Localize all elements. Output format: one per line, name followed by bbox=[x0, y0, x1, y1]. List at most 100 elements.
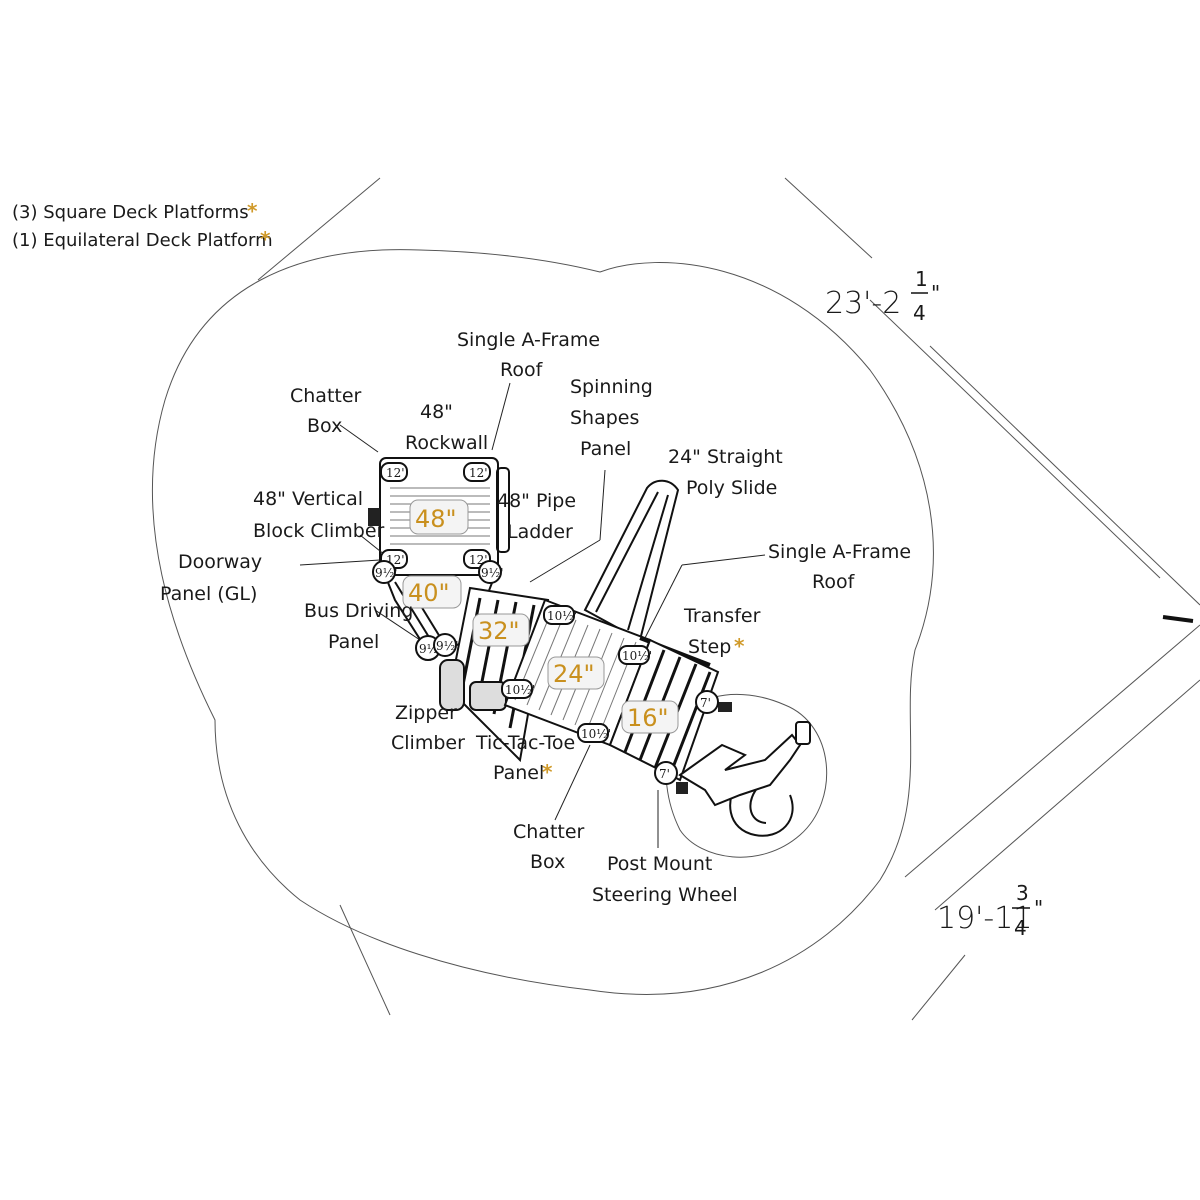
svg-text:7': 7' bbox=[700, 696, 711, 710]
dim-line-top bbox=[784, 177, 873, 259]
label-tic-tac-toe-panel: Tic-Tac-Toe Panel * bbox=[475, 732, 575, 784]
svg-text:Rockwall: Rockwall bbox=[405, 432, 488, 454]
dim-line-width-b bbox=[929, 345, 1200, 606]
note-square-decks: (3) Square Deck Platforms bbox=[12, 202, 249, 223]
svg-text:Single A-Frame: Single A-Frame bbox=[768, 541, 911, 563]
post-marker-12-a: 12' bbox=[380, 462, 408, 482]
leader-lines bbox=[299, 382, 766, 848]
post-marker-10h-d: 10½' bbox=[577, 723, 611, 743]
svg-text:10½': 10½' bbox=[622, 649, 652, 663]
component-labels: Chatter Box 48" Rockwall Single A-Frame … bbox=[160, 329, 911, 906]
label-doorway-panel: Doorway Panel (GL) bbox=[160, 551, 262, 605]
deck-height-labels: 48" 40" 32" 24" 16" bbox=[402, 499, 679, 734]
svg-text:12': 12' bbox=[469, 466, 488, 480]
svg-text:Box: Box bbox=[530, 851, 565, 873]
note-equilateral-asterisk: * bbox=[260, 227, 271, 251]
post-markers: 12' 12' 12' 12' 9½' 9½' 9½' 9½' 10½' 10½… bbox=[372, 462, 719, 785]
svg-text:Ladder: Ladder bbox=[507, 521, 573, 543]
post-marker-10h-a: 10½' bbox=[543, 605, 577, 625]
svg-text:Chatter: Chatter bbox=[513, 821, 585, 843]
depth-dim-den: 4 bbox=[1014, 916, 1027, 940]
post-marker-7-a: 7' bbox=[695, 690, 719, 714]
dim-line-bottom-right bbox=[911, 954, 966, 1021]
svg-text:Steering Wheel: Steering Wheel bbox=[592, 884, 738, 906]
post-marker-9h-b: 9½' bbox=[478, 560, 504, 584]
svg-text:Tic-Tac-Toe: Tic-Tac-Toe bbox=[475, 732, 575, 754]
svg-text:Poly Slide: Poly Slide bbox=[686, 477, 777, 499]
svg-text:*: * bbox=[734, 634, 745, 658]
svg-text:Bus Driving: Bus Driving bbox=[304, 600, 413, 622]
platform-notes: (3) Square Deck Platforms * (1) Equilate… bbox=[12, 199, 273, 251]
svg-text:Block Climber: Block Climber bbox=[253, 520, 385, 542]
width-dim-unit: " bbox=[931, 281, 940, 305]
label-straight-slide: 24" Straight Poly Slide bbox=[668, 446, 783, 499]
svg-text:Zipper: Zipper bbox=[395, 702, 457, 724]
deck-label-32: 32" bbox=[478, 617, 520, 645]
svg-text:Panel: Panel bbox=[580, 438, 631, 460]
svg-text:Roof: Roof bbox=[500, 359, 544, 381]
dim-line-depth-b bbox=[934, 679, 1200, 911]
post-marker-7-b: 7' bbox=[654, 761, 678, 785]
svg-text:Post Mount: Post Mount bbox=[607, 853, 712, 875]
deck-label-40: 40" bbox=[408, 579, 450, 607]
label-chatter-box-top: Chatter Box bbox=[290, 385, 362, 437]
straight-slide-shape bbox=[583, 479, 680, 642]
svg-text:48" Pipe: 48" Pipe bbox=[497, 490, 576, 512]
label-chatter-box-bottom: Chatter Box bbox=[513, 821, 585, 873]
svg-text:9½': 9½' bbox=[375, 566, 398, 580]
post-marker-12-b: 12' bbox=[463, 462, 491, 482]
deck-label-16: 16" bbox=[627, 704, 669, 732]
width-dim-main: 23'-2 bbox=[825, 286, 901, 321]
svg-text:24" Straight: 24" Straight bbox=[668, 446, 783, 468]
svg-text:Panel (GL): Panel (GL) bbox=[160, 583, 257, 605]
depth-dimension: 19'-11 3 4 " bbox=[937, 881, 1043, 940]
svg-text:Step: Step bbox=[688, 636, 731, 658]
svg-text:Climber: Climber bbox=[391, 732, 465, 754]
use-zone-outline bbox=[151, 249, 934, 995]
depth-dim-num: 3 bbox=[1016, 881, 1029, 905]
dim-line-left bbox=[257, 177, 381, 281]
svg-text:48": 48" bbox=[420, 401, 453, 423]
post-marker-10h-c: 10½' bbox=[501, 679, 535, 699]
svg-text:Spinning: Spinning bbox=[570, 376, 653, 398]
label-post-mount-steering-wheel: Post Mount Steering Wheel bbox=[592, 853, 738, 906]
deck-label-48: 48" bbox=[415, 505, 457, 533]
width-dim-den: 4 bbox=[913, 301, 926, 325]
dim-line-depth-a bbox=[904, 624, 1200, 878]
svg-text:9½': 9½' bbox=[436, 639, 459, 653]
depth-dim-main: 19'-11 bbox=[937, 901, 1032, 936]
label-rockwall: 48" Rockwall bbox=[405, 401, 488, 454]
svg-text:Transfer: Transfer bbox=[683, 605, 761, 627]
label-transfer-step: Transfer Step * bbox=[683, 605, 761, 658]
svg-text:48" Vertical: 48" Vertical bbox=[253, 488, 363, 510]
label-pipe-ladder: 48" Pipe Ladder bbox=[497, 490, 576, 543]
post-marker-9h-d: 9½' bbox=[433, 633, 459, 657]
post-marker-10h-b: 10½' bbox=[618, 645, 652, 665]
svg-text:10½': 10½' bbox=[505, 683, 535, 697]
svg-text:Box: Box bbox=[307, 415, 342, 437]
width-dimension: 23'-2 1 4 " bbox=[825, 267, 940, 325]
svg-text:Panel: Panel bbox=[328, 631, 379, 653]
svg-text:Shapes: Shapes bbox=[570, 407, 639, 429]
svg-text:*: * bbox=[542, 760, 553, 784]
svg-text:Single A-Frame: Single A-Frame bbox=[457, 329, 600, 351]
dim-line-width-a bbox=[869, 299, 1161, 579]
label-single-roof-right: Single A-Frame Roof bbox=[768, 541, 911, 593]
svg-text:7': 7' bbox=[659, 767, 670, 781]
label-spinning-shapes: Spinning Shapes Panel bbox=[570, 376, 653, 460]
dim-line-bottom-left bbox=[339, 904, 391, 1016]
svg-text:10½': 10½' bbox=[581, 727, 611, 741]
svg-text:Roof: Roof bbox=[812, 571, 856, 593]
label-bus-driving-panel: Bus Driving Panel bbox=[304, 600, 413, 653]
label-vertical-block-climber: 48" Vertical Block Climber bbox=[253, 488, 385, 542]
depth-dim-unit: " bbox=[1034, 896, 1043, 920]
svg-text:9½': 9½' bbox=[481, 566, 504, 580]
label-zipper-climber: Zipper Climber bbox=[391, 702, 465, 754]
note-square-asterisk: * bbox=[247, 199, 258, 223]
dim-end-tick bbox=[1162, 615, 1194, 623]
width-dim-num: 1 bbox=[915, 267, 928, 291]
ramp-zone-circle bbox=[665, 693, 828, 858]
svg-text:Doorway: Doorway bbox=[178, 551, 262, 573]
deck-label-24: 24" bbox=[553, 660, 595, 688]
